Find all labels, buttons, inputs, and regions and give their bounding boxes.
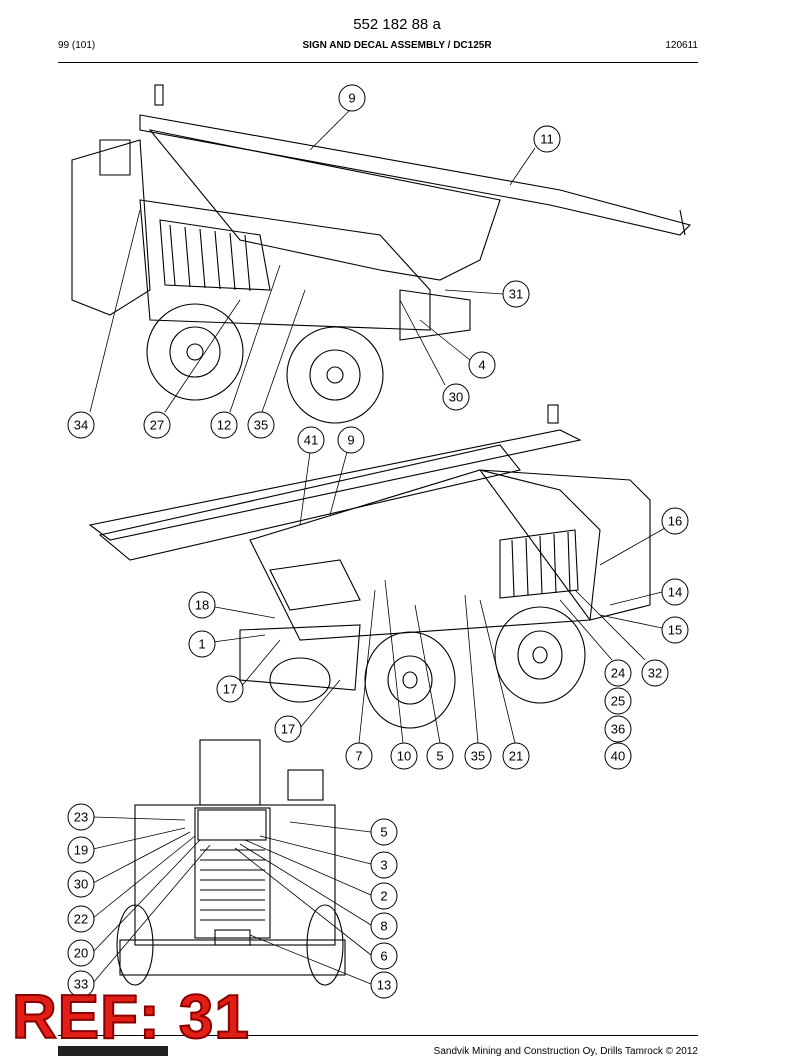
callout: 23: [67, 803, 95, 831]
leader-lines: [89, 109, 666, 985]
callout: 15: [661, 616, 689, 644]
callout: 35: [464, 742, 492, 770]
document-number: 552 182 88 a: [353, 16, 441, 33]
svg-text:19: 19: [74, 843, 88, 858]
callout: 27: [143, 411, 171, 439]
svg-text:22: 22: [74, 912, 88, 927]
callout: 32: [641, 659, 669, 687]
svg-text:5: 5: [436, 749, 443, 764]
callout: 17: [274, 715, 302, 743]
callout: 12: [210, 411, 238, 439]
callout: 1: [188, 630, 216, 658]
page-number: 99 (101): [58, 40, 96, 51]
callout: 9: [338, 84, 366, 112]
callout: 10: [390, 742, 418, 770]
callout: 35: [247, 411, 275, 439]
callout: 5: [370, 818, 398, 846]
svg-text:11: 11: [540, 132, 554, 147]
callouts-middle-view: 41 9 16 14 15 18 1 17 17 7 10 5 35 21 24…: [188, 426, 689, 770]
svg-text:8: 8: [380, 919, 387, 934]
svg-text:34: 34: [74, 418, 88, 433]
svg-text:30: 30: [74, 877, 88, 892]
callout: 16: [661, 507, 689, 535]
svg-text:21: 21: [509, 749, 523, 764]
callout: 41: [297, 426, 325, 454]
callout: 19: [67, 836, 95, 864]
svg-text:35: 35: [254, 418, 268, 433]
callout: 25: [604, 687, 632, 715]
callout: 40: [604, 742, 632, 770]
svg-text:9: 9: [348, 91, 355, 106]
callout: 3: [370, 851, 398, 879]
svg-text:1: 1: [198, 637, 205, 652]
svg-text:17: 17: [281, 722, 295, 737]
callout: 33: [67, 970, 95, 998]
svg-text:33: 33: [74, 977, 88, 992]
svg-text:20: 20: [74, 946, 88, 961]
callout: 6: [370, 942, 398, 970]
svg-text:40: 40: [611, 749, 625, 764]
callout: 20: [67, 939, 95, 967]
callouts-top-view: 9 11 31 4 30 34 27 12 35: [67, 84, 561, 439]
callout: 34: [67, 411, 95, 439]
svg-text:18: 18: [195, 598, 209, 613]
callout: 8: [370, 912, 398, 940]
svg-text:24: 24: [611, 666, 625, 681]
svg-text:6: 6: [380, 949, 387, 964]
svg-text:16: 16: [668, 514, 682, 529]
callout: 22: [67, 905, 95, 933]
svg-text:23: 23: [74, 810, 88, 825]
sandvik-logo: [58, 1046, 168, 1056]
svg-text:5: 5: [380, 825, 387, 840]
svg-text:10: 10: [397, 749, 411, 764]
callout: 24: [604, 659, 632, 687]
callout: 4: [468, 351, 496, 379]
svg-text:9: 9: [347, 433, 354, 448]
svg-text:41: 41: [304, 433, 318, 448]
callout: 30: [67, 870, 95, 898]
footer-copyright: Sandvik Mining and Construction Oy, Dril…: [433, 1046, 698, 1057]
svg-text:36: 36: [611, 722, 625, 737]
svg-text:15: 15: [668, 623, 682, 638]
svg-text:32: 32: [648, 666, 662, 681]
svg-text:31: 31: [509, 287, 523, 302]
callout: 2: [370, 882, 398, 910]
svg-text:7: 7: [355, 749, 362, 764]
callout: 21: [502, 742, 530, 770]
ref-watermark: REF: 31: [11, 982, 250, 1053]
callout: 5: [426, 742, 454, 770]
callout: 17: [216, 675, 244, 703]
callout: 36: [604, 715, 632, 743]
callout: 31: [502, 280, 530, 308]
footer-rule: [58, 1035, 698, 1036]
svg-text:12: 12: [217, 418, 231, 433]
svg-text:4: 4: [478, 358, 485, 373]
svg-text:3: 3: [380, 858, 387, 873]
svg-text:13: 13: [377, 978, 391, 993]
callout: 13: [370, 971, 398, 999]
machine-side-view-middle: [88, 404, 651, 729]
svg-text:25: 25: [611, 694, 625, 709]
callout: 7: [345, 742, 373, 770]
svg-text:35: 35: [471, 749, 485, 764]
svg-text:2: 2: [380, 889, 387, 904]
callout: 11: [533, 125, 561, 153]
machine-side-view-top: [71, 84, 692, 424]
callout: 9: [337, 426, 365, 454]
svg-text:14: 14: [668, 585, 682, 600]
date-code: 120611: [665, 40, 698, 51]
page-title: SIGN AND DECAL ASSEMBLY / DC125R: [302, 40, 492, 51]
callout: 30: [442, 383, 470, 411]
callout: 14: [661, 578, 689, 606]
svg-text:17: 17: [223, 682, 237, 697]
svg-text:30: 30: [449, 390, 463, 405]
callout: 18: [188, 591, 216, 619]
header-rule: [58, 62, 698, 63]
callouts-rear-view: 23 19 30 22 20 33 5 3 2 8 6 13: [67, 803, 398, 999]
machine-rear-view: [116, 739, 346, 986]
svg-text:27: 27: [150, 418, 164, 433]
